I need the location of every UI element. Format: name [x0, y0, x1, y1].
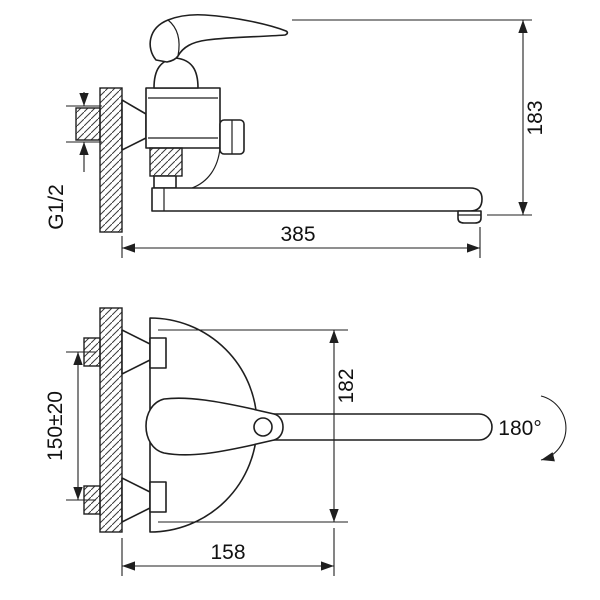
faucet-body-side	[145, 87, 221, 149]
spout-plan	[269, 413, 493, 441]
swivel-label: 180°	[498, 417, 541, 440]
escutcheon-bottom-plan	[121, 477, 151, 523]
wall-plate-plan	[99, 307, 123, 533]
wall-plate-side	[99, 87, 123, 233]
swivel-indicator: 180°	[498, 395, 567, 462]
plan-view: 180° 150±20 182 158	[44, 307, 567, 576]
body-detail-lines	[148, 97, 218, 139]
spout-side	[151, 187, 483, 212]
dim-150-label: 150±20	[44, 391, 67, 461]
handle-pivot	[253, 417, 273, 437]
body-spout-transition	[191, 147, 221, 189]
escutcheon-top-plan	[121, 329, 151, 375]
cartridge-dome-side	[153, 57, 199, 89]
dim-183-label: 183	[524, 100, 547, 135]
thread-callout: G1/2	[45, 92, 102, 230]
eccentric-fitting-side	[75, 107, 101, 141]
dimension-183: 183	[292, 19, 547, 216]
spout-nut-side	[149, 147, 183, 177]
escutcheon-cone-side	[121, 99, 147, 151]
lever-handle-plan	[145, 397, 284, 456]
spout-joint-side	[153, 175, 177, 189]
dimension-182: 182	[158, 329, 358, 523]
aerator-side	[457, 210, 482, 224]
dim-158-label: 158	[210, 541, 245, 564]
thread-label: G1/2	[45, 184, 68, 230]
nut-top-plan	[149, 337, 167, 369]
dim-182-label: 182	[335, 368, 358, 403]
side-view: 183 385 G1/2	[45, 13, 547, 258]
dimension-158: 158	[121, 528, 335, 576]
dimension-385: 385	[121, 223, 481, 258]
nut-bottom-plan	[149, 481, 167, 513]
handle-ridge-line	[167, 19, 180, 57]
dim-385-label: 385	[280, 223, 315, 246]
dimension-150: 150±20	[44, 351, 96, 501]
